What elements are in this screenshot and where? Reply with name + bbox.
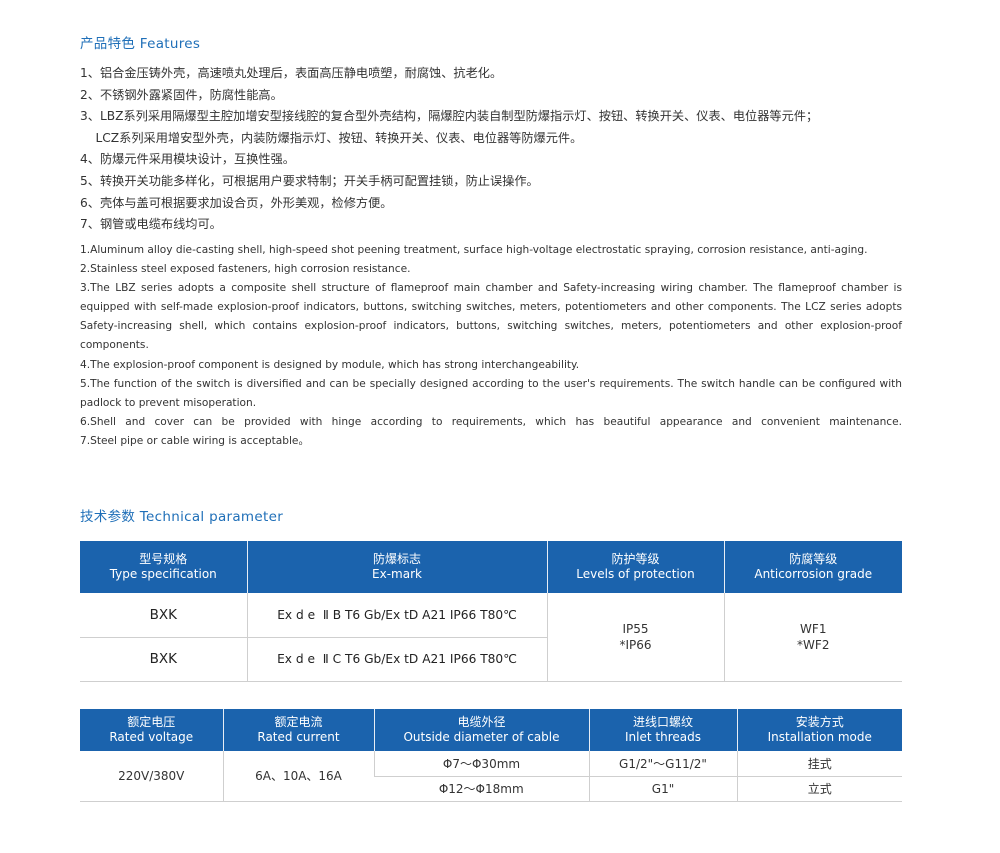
header-label-zh: 安装方式 [795, 714, 844, 729]
features-list-en: 1.Aluminum alloy die-casting shell, high… [80, 241, 902, 451]
header-protection-level: 防护等级 Levels of protection [546, 541, 724, 593]
table-header-row: 额定电压 Rated voltage 额定电流 Rated current 电缆… [80, 709, 902, 751]
feature-item-zh-1: 1、铝合金压铸外壳，高速喷丸处理后，表面高压静电喷塑，耐腐蚀、抗老化。 [80, 66, 503, 80]
header-label-zh: 防腐等级 [789, 551, 838, 566]
anticorrosion-value: *WF2 [797, 637, 830, 652]
exmark-cell: Ex d e Ⅱ C T6 Gb/Ex tD A21 IP66 T80℃ [246, 637, 547, 682]
feature-item-zh-5: 5、转换开关功能多样化，可根据用户要求特制；开关手柄可配置挂锁，防止误操作。 [80, 173, 539, 188]
feature-item-zh-3: 3、LBZ系列采用隔爆型主腔加增安型接线腔的复合型外壳结构，隔爆腔内装自制型防爆… [80, 109, 819, 124]
cable-cell: Φ7～Φ30mm [373, 751, 589, 777]
feature-item-en-7: 7.Steel pipe or cable wiring is acceptab… [80, 434, 310, 447]
table-row: 220V/380V 6A、10A、16A Φ7～Φ30mm G1/2"～G11/… [80, 751, 902, 802]
protection-value: IP55 [622, 621, 649, 636]
header-label-en: Rated current [257, 730, 340, 744]
feature-item-en-1: 1.Aluminum alloy die-casting shell, high… [80, 244, 868, 256]
mode-cell: 挂式 [736, 751, 902, 777]
header-label-zh: 额定电压 [127, 714, 176, 729]
header-type-specification: 型号规格 Type specification [80, 541, 247, 593]
header-label-zh: 额定电流 [274, 714, 323, 729]
header-label-en: Rated voltage [109, 730, 194, 744]
table-row: BXK Ex d e Ⅱ C T6 Gb/Ex tD A21 IP66 T80℃ [80, 637, 902, 682]
type-cell: BXK [80, 593, 247, 638]
header-rated-current: 额定电流 Rated current [222, 709, 374, 751]
feature-item-en-4: 4.The explosion-proof component is desig… [80, 358, 580, 371]
table-row: BXK Ex d e Ⅱ B T6 Gb/Ex tD A21 IP66 T80℃… [80, 593, 902, 682]
feature-item-en-6: 6.Shell and cover can be provided with h… [80, 415, 902, 428]
feature-item-en-3: 3.The LBZ series adopts a composite shel… [80, 282, 902, 352]
spec-table-electrical: 额定电压 Rated voltage 额定电流 Rated current 电缆… [80, 709, 902, 802]
header-label-zh: 进线口螺纹 [632, 714, 693, 729]
exmark-cell: Ex d e Ⅱ B T6 Gb/Ex tD A21 IP66 T80℃ [246, 593, 547, 638]
header-label-en: Ex-mark [372, 567, 422, 581]
header-rated-voltage: 额定电压 Rated voltage [80, 709, 223, 751]
voltage-cell: 220V/380V [80, 751, 223, 802]
feature-item-zh-3-cont: LCZ系列采用增安型外壳，内装防爆指示灯、按钮、转换开关、仪表、电位器等防爆元件… [80, 130, 583, 145]
anticorrosion-cell: WF1 *WF2 [723, 593, 902, 682]
type-cell: BXK [80, 637, 247, 682]
header-label-zh: 型号规格 [139, 551, 188, 566]
features-title: 产品特色 Features [80, 36, 201, 52]
header-label-zh: 防爆标志 [372, 551, 421, 566]
header-label-en: Anticorrosion grade [754, 567, 873, 581]
header-cable-diameter: 电缆外径 Outside diameter of cable [373, 709, 589, 751]
feature-item-zh-2: 2、不锈钢外露紧固件，防腐性能高。 [80, 87, 283, 102]
header-label-en: Levels of protection [576, 567, 695, 581]
spec-table-exmark: 型号规格 Type specification 防爆标志 Ex-mark 防护等… [80, 541, 902, 682]
header-label-zh: 电缆外径 [457, 714, 506, 729]
table-header-row: 型号规格 Type specification 防爆标志 Ex-mark 防护等… [80, 541, 902, 593]
header-label-en: Inlet threads [625, 730, 701, 744]
feature-item-zh-6: 6、壳体与盖可根据要求加设合页，外形美观，检修方便。 [80, 195, 393, 210]
header-installation-mode: 安装方式 Installation mode [736, 709, 902, 751]
features-list-zh: 1、铝合金压铸外壳，高速喷丸处理后，表面高压静电喷塑，耐腐蚀、抗老化。 2、不锈… [80, 63, 920, 236]
protection-value: *IP66 [619, 637, 652, 652]
current-cell: 6A、10A、16A [222, 751, 374, 802]
mode-cell: 立式 [736, 776, 902, 802]
header-ex-mark: 防爆标志 Ex-mark [246, 541, 547, 593]
feature-item-en-5: 5.The function of the switch is diversif… [80, 377, 902, 409]
header-label-en: Type specification [109, 567, 217, 581]
header-label-en: Installation mode [767, 730, 872, 744]
header-inlet-threads: 进线口螺纹 Inlet threads [588, 709, 737, 751]
technical-title: 技术参数 Technical parameter [80, 509, 284, 525]
cable-cell: Φ12～Φ18mm [374, 776, 589, 802]
feature-item-en-2: 2.Stainless steel exposed fasteners, hig… [80, 263, 411, 276]
protection-cell: IP55 *IP66 [546, 593, 724, 682]
thread-cell: G1/2"～G11/2" [588, 751, 737, 777]
header-anticorrosion-grade: 防腐等级 Anticorrosion grade [723, 541, 902, 593]
feature-item-zh-7: 7、钢管或电缆布线均可。 [80, 217, 222, 232]
feature-item-zh-4: 4、防爆元件采用模块设计，互换性强。 [80, 152, 295, 167]
table-row: Φ12～Φ18mm G1" 立式 [80, 776, 902, 802]
header-label-zh: 防护等级 [611, 551, 660, 566]
thread-cell: G1" [588, 776, 737, 802]
anticorrosion-value: WF1 [800, 621, 827, 636]
header-label-en: Outside diameter of cable [403, 730, 560, 744]
